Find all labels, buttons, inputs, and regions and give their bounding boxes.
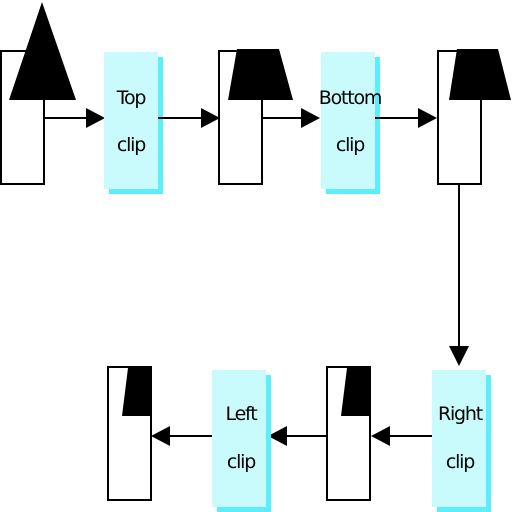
left-clip-label-line1: Left [226, 403, 258, 425]
shape-after-right-clip [341, 368, 369, 416]
right-clip-label-line1: Right [438, 403, 483, 425]
box-body [104, 52, 158, 189]
box-body [432, 370, 486, 507]
window-after-right-clip [326, 366, 371, 501]
window-final [107, 366, 152, 501]
box-body [212, 370, 266, 507]
window-after-bottom-clip [437, 49, 511, 185]
trapezoid-after-top-clip [228, 49, 293, 100]
right-clip-box: Right clip [432, 370, 491, 512]
box-body [321, 52, 375, 189]
triangle-original [9, 2, 76, 100]
left-clip-label-line2: clip [227, 451, 256, 473]
arrow-down [449, 184, 469, 366]
shape-final [122, 368, 150, 416]
bottom-clip-box: Bottom clip [319, 52, 382, 194]
bottom-clip-label-line1: Bottom [319, 87, 382, 109]
arrow-1 [44, 108, 105, 128]
trapezoid-after-bottom-clip [449, 49, 511, 100]
window-original [0, 2, 76, 185]
arrow-3 [262, 108, 320, 128]
top-clip-label-line1: Top [116, 87, 147, 109]
arrow-6 [268, 426, 327, 446]
window-after-top-clip [218, 49, 293, 185]
top-clip-label-line2: clip [117, 134, 146, 156]
top-clip-box: Top clip [104, 52, 163, 194]
bottom-clip-label-line2: clip [336, 134, 365, 156]
right-clip-label-line2: clip [446, 451, 475, 473]
arrow-4 [375, 108, 437, 128]
arrow-2 [158, 108, 220, 128]
left-clip-box: Left clip [212, 370, 271, 512]
arrow-5 [371, 426, 432, 446]
arrow-7 [151, 426, 212, 446]
